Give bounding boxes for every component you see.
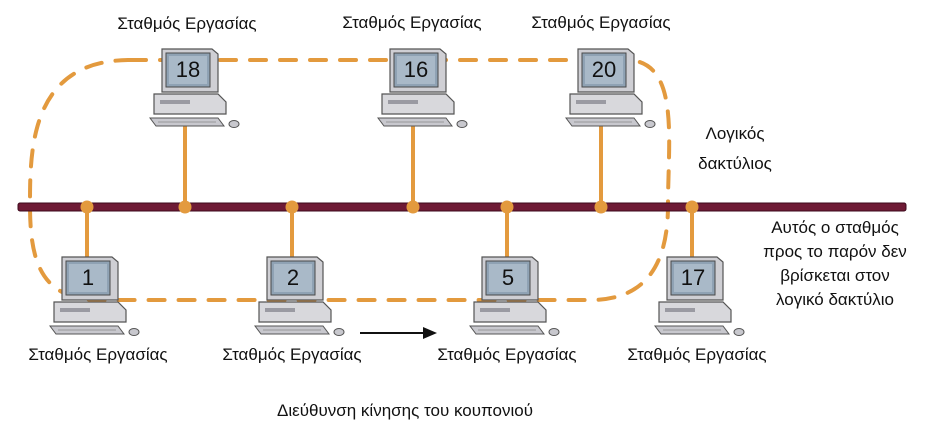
svg-text:18: 18 [176,57,200,82]
excluded-station-note-line2: προς το παρόν δεν [763,242,907,261]
station-label-16: Σταθμός Εργασίας [342,13,482,32]
svg-text:16: 16 [404,57,428,82]
svg-text:2: 2 [287,265,299,290]
physical-bus [17,202,907,212]
tap-point-2 [285,200,299,214]
logical-ring-label-line2: δακτύλιος [698,154,772,173]
tap-point-16 [406,200,420,214]
excluded-station-note: Αυτός ο σταθμός προς το παρόν δεν βρίσκε… [755,216,915,312]
station-label-2: Σταθμός Εργασίας [222,345,362,364]
logical-ring-label-line1: Λογικός [705,124,765,143]
station-label-17: Σταθμός Εργασίας [627,345,767,364]
tap-point-20 [594,200,608,214]
tap-point-5 [500,200,514,214]
token-direction-caption: Διεύθυνση κίνησης του κουπονιού [277,401,533,420]
svg-text:5: 5 [502,265,514,290]
station-label-18: Σταθμός Εργασίας [117,14,257,33]
tap-point-17 [685,200,699,214]
computer-17-icon: 17 [654,256,745,337]
tap-point-1 [80,200,94,214]
station-drop-lines [85,120,694,262]
computer-1-icon: 1 [49,256,140,337]
computer-18-icon: 18 [149,48,240,129]
computer-20-icon: 20 [565,48,656,129]
svg-text:1: 1 [82,265,94,290]
excluded-station-note-line3: βρίσκεται στον [780,266,890,285]
computer-2-icon: 2 [254,256,345,337]
excluded-station-note-line1: Αυτός ο σταθμός [771,218,899,237]
station-label-5: Σταθμός Εργασίας [437,345,577,364]
computer-5-icon: 5 [469,256,560,337]
tap-point-18 [178,200,192,214]
direction-arrow-icon [360,327,437,339]
station-label-20: Σταθμός Εργασίας [531,13,671,32]
svg-text:20: 20 [592,57,616,82]
svg-text:17: 17 [681,265,705,290]
excluded-station-note-line4: λογικό δακτύλιο [776,290,894,309]
computer-16-icon: 16 [377,48,468,129]
station-label-1: Σταθμός Εργασίας [28,345,168,364]
logical-ring-label: Λογικός δακτύλιος [690,119,780,179]
bus-tap-points [80,200,699,214]
